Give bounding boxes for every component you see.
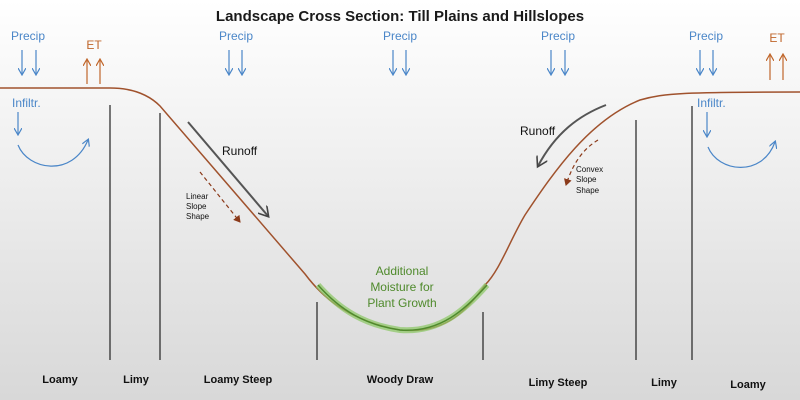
runoff-arrow-left xyxy=(187,121,268,216)
diagram-title: Landscape Cross Section: Till Plains and… xyxy=(216,8,584,25)
precip-label-5: Precip xyxy=(689,29,723,43)
convex-slope-label-3: Shape xyxy=(576,186,600,195)
moisture-band-line xyxy=(317,284,488,331)
infiltration-label-left: Infiltr. xyxy=(12,96,41,110)
precip-label-1: Precip xyxy=(11,29,45,43)
runoff-label-left: Runoff xyxy=(222,144,258,158)
zone-label-limy-left: Limy xyxy=(123,374,150,386)
zone-label-loamy-left: Loamy xyxy=(42,374,78,386)
runoff-label-right: Runoff xyxy=(520,124,556,138)
linear-slope-arrow xyxy=(199,171,241,223)
et-label-left: ET xyxy=(86,38,102,52)
infiltration-loop-right xyxy=(707,142,775,168)
zone-label-loamy-steep: Loamy Steep xyxy=(204,374,273,386)
zone-label-loamy-right: Loamy xyxy=(730,379,766,391)
runoff-arrow-right xyxy=(538,104,607,166)
infiltration-label-right: Infiltr. xyxy=(697,96,726,110)
moisture-label-1: Additional xyxy=(376,264,429,278)
moisture-label-2: Moisture for xyxy=(370,280,433,294)
precip-label-4: Precip xyxy=(541,29,575,43)
moisture-label-3: Plant Growth xyxy=(367,296,436,310)
terrain-profile xyxy=(0,87,800,332)
linear-slope-label-1: Linear xyxy=(186,192,209,201)
zone-label-limy-right: Limy xyxy=(651,377,678,389)
infiltration-loop-left xyxy=(17,140,88,167)
convex-slope-label-1: Convex xyxy=(576,165,603,174)
linear-slope-label-2: Slope xyxy=(186,202,207,211)
zone-label-woody-draw: Woody Draw xyxy=(367,374,434,386)
convex-slope-label-2: Slope xyxy=(576,175,597,184)
linear-slope-label-3: Shape xyxy=(186,212,210,221)
precip-label-2: Precip xyxy=(219,29,253,43)
convex-slope-arrow xyxy=(564,139,599,186)
et-label-right: ET xyxy=(769,31,785,45)
zone-label-limy-steep: Limy Steep xyxy=(529,377,588,389)
precip-label-3: Precip xyxy=(383,29,417,43)
